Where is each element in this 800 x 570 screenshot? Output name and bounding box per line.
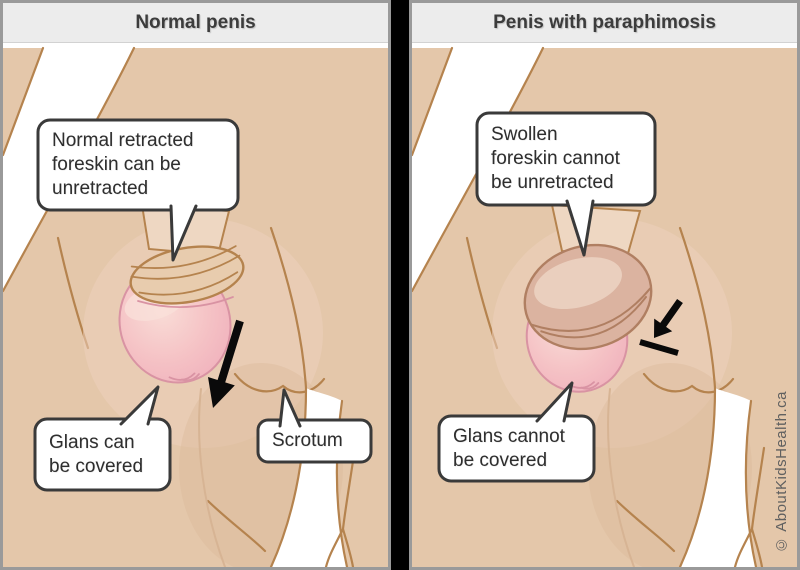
- callout-tail: [169, 204, 198, 262]
- callout-scrotum: Scrotum: [272, 430, 343, 452]
- blocked-bar: [639, 339, 679, 356]
- watermark-credit: © AboutKidsHealth.ca: [773, 390, 790, 553]
- callout-normal-foreskin: Normal retracted foreskin can be unretra…: [52, 130, 194, 199]
- callout-tail: [119, 385, 160, 426]
- callout-tail: [565, 199, 595, 257]
- callout-bubble: [475, 111, 657, 207]
- callout-glans-covered: Glans can be covered: [49, 431, 144, 477]
- panel-title: Penis with paraphimosis: [412, 3, 797, 43]
- callout-tail: [535, 381, 574, 423]
- swollen-foreskin: [523, 243, 653, 351]
- callout-bubble: [437, 414, 596, 483]
- panel-normal-body: Normal retracted foreskin can be unretra…: [3, 43, 388, 567]
- callout-bubble: [36, 118, 240, 212]
- callout-bubble: [256, 418, 373, 464]
- panel-normal-penis: Normal penis: [0, 0, 391, 570]
- callout-bubbles: [437, 111, 657, 483]
- retracted-foreskin-rings: [129, 245, 245, 305]
- blocked-arrow-icon: [639, 299, 683, 356]
- paraphimosis-drawing: [412, 46, 797, 567]
- panel-paraphimosis: Penis with paraphimosis: [409, 0, 800, 570]
- callout-bubble: [33, 417, 172, 492]
- callout-swollen-foreskin: Swollen foreskin cannot be unretracted: [491, 124, 620, 193]
- direction-arrow-icon: [208, 319, 244, 408]
- panel-title: Normal penis: [3, 3, 388, 43]
- callout-glans-not-covered: Glans cannot be covered: [453, 425, 565, 471]
- panel-paraphimosis-body: Swollen foreskin cannot be unretracted G…: [412, 43, 797, 567]
- normal-penis-drawing: [3, 46, 388, 567]
- glans-crease-line: [137, 296, 234, 308]
- callout-tail: [278, 388, 302, 428]
- callout-bubbles: [33, 118, 373, 492]
